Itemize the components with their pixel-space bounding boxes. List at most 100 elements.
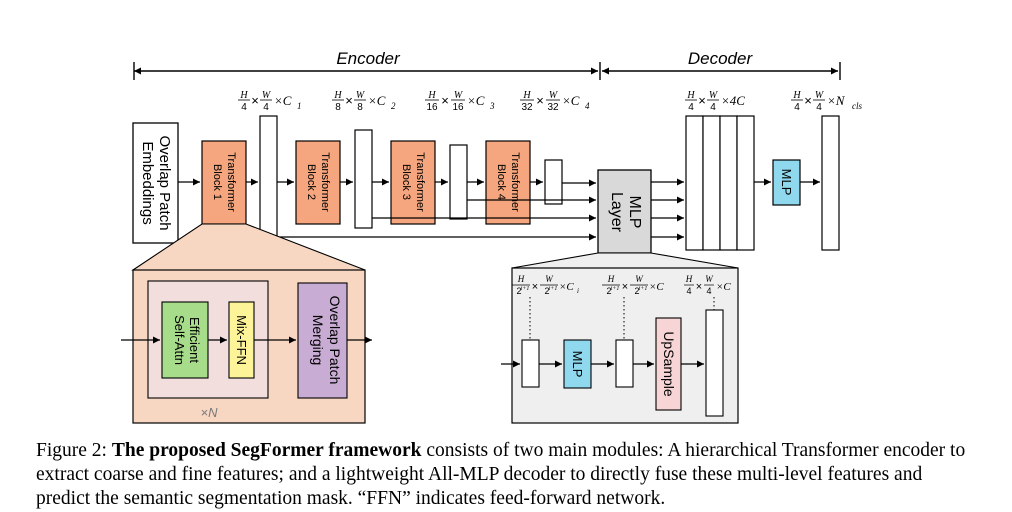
svg-text:W: W — [705, 274, 714, 284]
svg-text:H: H — [607, 274, 615, 284]
concatenated-features — [685, 115, 755, 251]
svg-text:4: 4 — [263, 102, 269, 113]
svg-text:×: × — [251, 93, 259, 108]
upsample-block: UpSample — [655, 317, 682, 411]
svg-text:×: × — [698, 93, 706, 108]
encoder-detail: ×N Efficient Self-Attn Mix-FFN Overlap P… — [121, 223, 372, 424]
svg-text:W: W — [356, 90, 366, 101]
dim-label-decoder-output: H 4 × W 4 ×N cls — [791, 90, 862, 113]
svg-text:H: H — [685, 274, 693, 284]
dim-label-decoder-out: H 4 × W 4 ×C — [684, 274, 731, 296]
svg-text:3: 3 — [489, 101, 495, 111]
svg-text:4: 4 — [241, 102, 247, 113]
svg-text:4: 4 — [816, 102, 822, 113]
caption-prefix: Figure 2: — [36, 440, 112, 461]
encoder-section: Encoder — [133, 49, 601, 80]
svg-text:2: 2 — [606, 286, 611, 296]
svg-text:4: 4 — [585, 101, 590, 111]
svg-text:×4C: ×4C — [721, 93, 745, 108]
svg-text:Efficient: Efficient — [187, 317, 202, 363]
svg-text:H: H — [239, 90, 248, 101]
svg-text:4: 4 — [706, 286, 711, 296]
svg-text:Self-Attn: Self-Attn — [172, 315, 187, 365]
feature-map-4 — [544, 159, 563, 205]
segmentation-output — [821, 115, 840, 251]
svg-text:2: 2 — [516, 286, 521, 296]
svg-text:×: × — [696, 281, 702, 293]
svg-text:32: 32 — [521, 102, 533, 113]
caption-body: consists of two main modules: A hierarch… — [36, 440, 966, 509]
svg-text:2: 2 — [634, 286, 639, 296]
svg-text:MLP: MLP — [779, 169, 794, 196]
svg-text:Block 2: Block 2 — [305, 164, 317, 200]
svg-text:Embeddings: Embeddings — [139, 141, 156, 224]
mix-ffn: Mix-FFN — [228, 301, 255, 379]
svg-text:i: i — [577, 287, 579, 295]
svg-text:W: W — [262, 90, 272, 101]
svg-text:×C: ×C — [467, 93, 485, 108]
decoder-section: Decoder — [602, 49, 841, 80]
dim-label-stage-3: H 16 × W 16 ×C 3 — [425, 90, 495, 113]
svg-text:Block 1: Block 1 — [211, 164, 223, 200]
svg-text:Block 3: Block 3 — [400, 164, 412, 200]
svg-text:×C: ×C — [649, 281, 664, 293]
svg-text:×: × — [622, 281, 628, 293]
feature-map-3 — [449, 144, 468, 220]
svg-text:Overlap Patch: Overlap Patch — [156, 135, 173, 230]
svg-text:×C: ×C — [716, 281, 731, 293]
mlp-layer: MLP Layer — [597, 169, 652, 254]
mlp-block-decoder: MLP — [772, 159, 801, 206]
decoder-detail: H 2 i+1 × W 2 i+1 ×C i H 2 i+1 × W 2 i+1… — [501, 252, 739, 424]
svg-text:W: W — [549, 90, 559, 101]
dim-label-decoder-mid: H 2 i+1 × W 2 i+1 ×C — [602, 274, 664, 296]
encoder-label: Encoder — [336, 49, 401, 68]
svg-text:Transformer: Transformer — [319, 152, 331, 212]
feature-connections — [277, 179, 596, 241]
decoder-feature-out — [705, 309, 724, 417]
svg-text:W: W — [815, 90, 825, 101]
svg-text:1: 1 — [297, 101, 302, 111]
decoder-feature-mid — [615, 339, 634, 388]
svg-text:×: × — [804, 93, 812, 108]
svg-text:Overlap Patch: Overlap Patch — [327, 296, 343, 385]
svg-text:32: 32 — [547, 102, 559, 113]
svg-text:4: 4 — [686, 286, 691, 296]
dim-label-stage-2: H 8 × W 8 ×C 2 — [332, 90, 396, 113]
efficient-self-attn: Efficient Self-Attn — [161, 301, 209, 379]
svg-text:Block 4: Block 4 — [495, 164, 507, 200]
transformer-block-2: Transformer Block 2 — [295, 140, 341, 225]
dim-label-decoder-in: H 2 i+1 × W 2 i+1 ×C i — [512, 274, 579, 296]
figure-caption: Figure 2: The proposed SegFormer framewo… — [36, 439, 976, 511]
svg-text:W: W — [709, 90, 719, 101]
decoder-feature-in — [521, 339, 540, 388]
svg-text:W: W — [545, 274, 554, 284]
mlp-block-detail: MLP — [563, 339, 592, 389]
mlp-layer-outputs — [651, 178, 684, 241]
svg-text:4: 4 — [794, 102, 800, 113]
svg-text:×N: ×N — [827, 93, 846, 108]
transformer-block-4: Transformer Block 4 — [485, 140, 531, 225]
svg-text:MLP: MLP — [626, 196, 643, 229]
transformer-block-1: Transformer Block 1 — [201, 140, 247, 225]
svg-text:Merging: Merging — [310, 315, 326, 366]
svg-text:8: 8 — [357, 102, 363, 113]
svg-text:×: × — [536, 93, 544, 108]
svg-text:Transformer: Transformer — [414, 152, 426, 212]
svg-text:×C: ×C — [562, 93, 580, 108]
svg-text:i+1: i+1 — [521, 286, 530, 292]
svg-text:2: 2 — [544, 286, 549, 296]
svg-text:cls: cls — [852, 101, 862, 111]
svg-text:i+1: i+1 — [639, 286, 648, 292]
svg-text:Mix-FFN: Mix-FFN — [234, 315, 249, 365]
svg-text:×: × — [345, 93, 353, 108]
svg-text:Layer: Layer — [608, 192, 625, 233]
dim-label-stage-1: H 4 × W 4 ×C 1 — [238, 90, 302, 113]
repeat-n-label: ×N — [201, 405, 219, 420]
svg-text:UpSample: UpSample — [661, 331, 677, 397]
svg-text:MLP: MLP — [570, 351, 585, 378]
svg-text:W: W — [454, 90, 464, 101]
svg-text:H: H — [427, 90, 436, 101]
decoder-label: Decoder — [688, 49, 754, 68]
svg-text:2: 2 — [391, 101, 396, 111]
svg-text:i+1: i+1 — [549, 286, 558, 292]
